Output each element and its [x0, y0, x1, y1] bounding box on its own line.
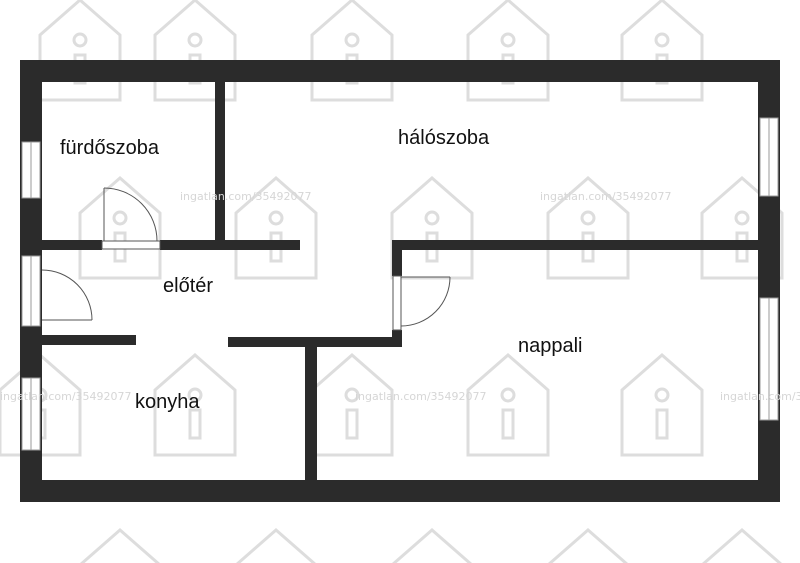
house-logo-icon	[310, 353, 394, 457]
door-entrance	[41, 269, 93, 321]
window-kitchen	[21, 377, 41, 451]
house-logo-icon	[702, 528, 782, 563]
house-logo-icon	[78, 176, 162, 280]
wall-hall-kitchen-left	[42, 335, 136, 345]
watermark-texts: ingatlan.com/35492077 ingatlan.com/35492…	[0, 190, 800, 403]
windows	[21, 117, 779, 451]
wall-bath-bed	[215, 82, 225, 242]
window-bedroom	[759, 117, 779, 197]
house-logo-icon	[153, 353, 237, 457]
room-label-bathroom: fürdőszoba	[60, 137, 160, 159]
house-logo-icon	[466, 353, 550, 457]
window-living	[759, 297, 779, 421]
window-hall	[21, 255, 41, 327]
watermark-text: ingatlan.com/35492077	[0, 390, 132, 403]
outer-wall-bottom	[20, 480, 780, 502]
wall-hall-living	[392, 240, 402, 276]
house-logo-icon	[390, 176, 474, 280]
watermark-text: ingatlan.com/35492077	[180, 190, 312, 203]
house-logo-icon	[80, 528, 160, 563]
window-bathroom	[21, 141, 41, 199]
watermark-text: ingatlan.com/35492077	[720, 390, 800, 403]
house-logo-icon	[38, 0, 122, 102]
house-logo-icon	[548, 528, 628, 563]
watermark-text: ingatlan.com/35492077	[540, 190, 672, 203]
room-label-living: nappali	[518, 335, 583, 357]
house-logo-icon	[310, 0, 394, 102]
house-logo-icon	[466, 0, 550, 102]
wall-bath-hall	[42, 240, 102, 250]
room-label-hall: előtér	[163, 275, 213, 297]
wall-bath-hall-right	[160, 240, 300, 250]
door-bathroom	[101, 187, 161, 250]
house-logo-icon	[620, 353, 704, 457]
watermark-text: ingatlan.com/35492077	[355, 390, 487, 403]
wall-kitchen-living	[305, 345, 317, 482]
wall-hall-kitchen-right	[228, 337, 402, 347]
doors	[41, 187, 451, 331]
house-logo-icon	[392, 528, 472, 563]
room-label-bedroom: hálószoba	[398, 127, 490, 149]
door-living	[392, 275, 451, 331]
house-logo-icon	[236, 528, 316, 563]
wall-bed-living	[392, 240, 758, 250]
room-label-kitchen: konyha	[135, 391, 200, 413]
house-logo-icon	[620, 0, 704, 102]
outer-wall-top	[20, 60, 780, 82]
